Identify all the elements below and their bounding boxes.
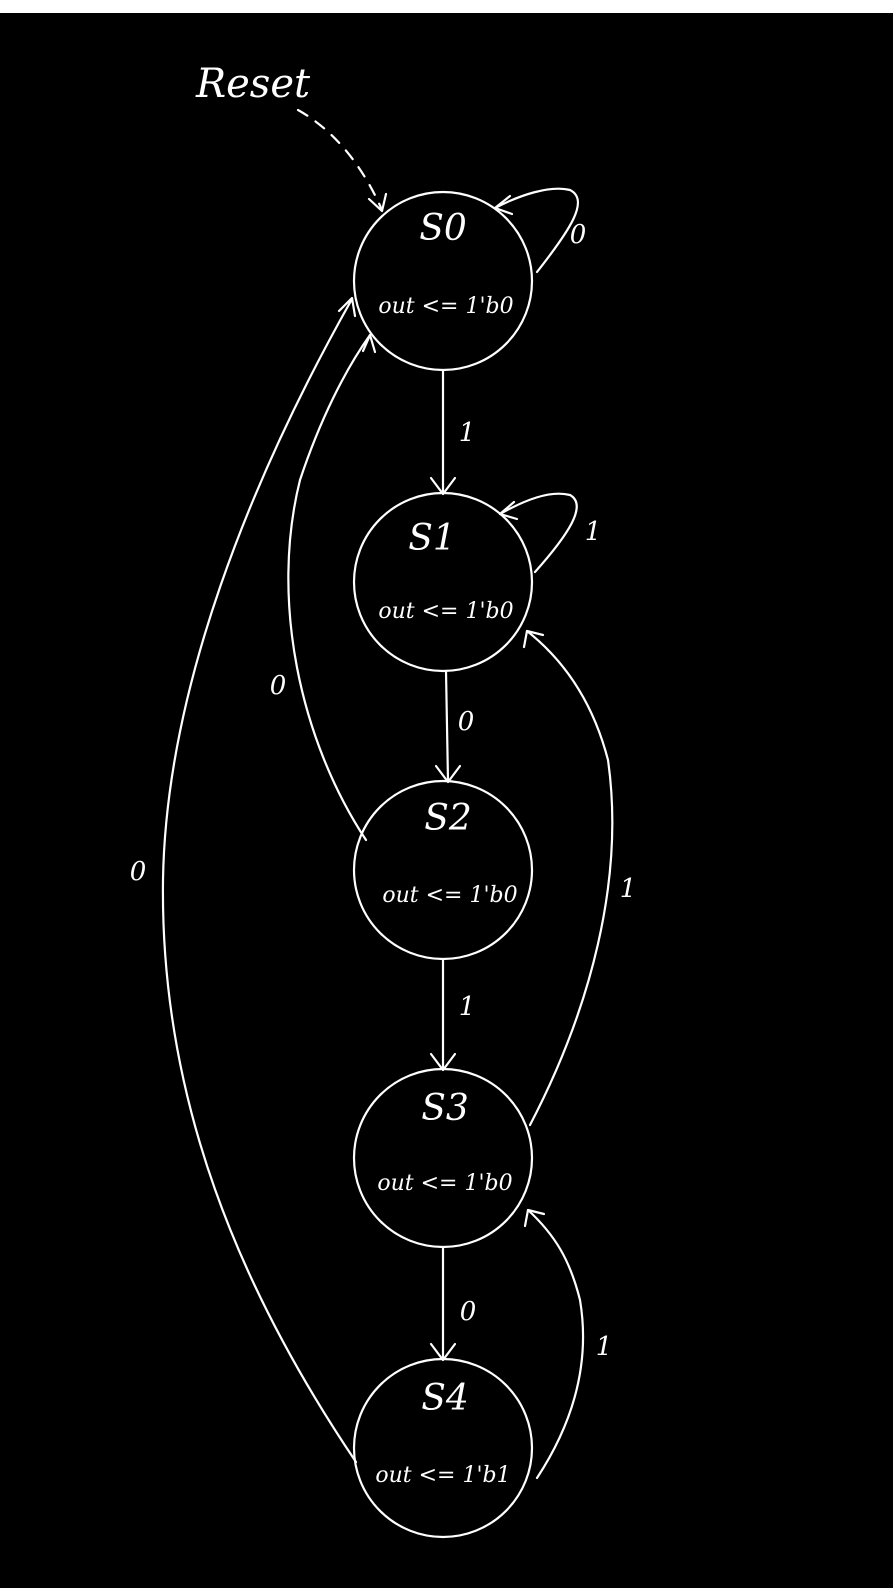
edge-s4-s3-label: 1 [596, 1332, 613, 1362]
state-s0-name: S0 [419, 208, 467, 249]
reset-label: Reset [195, 61, 311, 107]
edge-s0-s0-arrowhead [493, 194, 514, 216]
state-s1-output: out <= 1'b0 [378, 599, 513, 624]
edge-s1-s1 [498, 492, 578, 574]
edge-s2-s3-label: 1 [459, 992, 476, 1022]
edge-s0-s0-label: 0 [570, 220, 587, 250]
state-s4-output: out <= 1'b1 [375, 1463, 510, 1488]
edge-s0-s1-arrowhead [429, 476, 457, 496]
edge-s3-s4-label: 0 [460, 1297, 477, 1327]
edge-s1-s2-label: 0 [458, 707, 475, 737]
diagram-canvas: Reset S0 S1 S2 S3 S4 out <= 1'b0 out <= … [0, 13, 893, 1588]
edge-s2-s0-label: 0 [270, 671, 287, 701]
state-s2-name: S2 [424, 798, 472, 839]
state-s1-name: S1 [408, 518, 456, 559]
reset-arrowhead [367, 192, 388, 213]
state-s3-name: S3 [421, 1088, 469, 1129]
state-s4-name: S4 [421, 1378, 469, 1419]
edge-s4-s3 [526, 1208, 585, 1480]
edge-s2-s0 [287, 333, 372, 842]
reset-arrow [296, 108, 384, 212]
edge-s4-s0-arrowhead [337, 296, 357, 318]
edge-s1-s2 [444, 669, 450, 783]
state-s0-output: out <= 1'b0 [378, 294, 513, 319]
edge-s4-s3-arrowhead [523, 1208, 546, 1228]
edge-s1-s2-arrowhead [434, 764, 462, 784]
edge-s1-s1-arrowhead [498, 500, 519, 521]
state-diagram: Reset S0 S1 S2 S3 S4 out <= 1'b0 out <= … [130, 61, 637, 1539]
edge-s4-s0 [161, 297, 358, 1464]
state-s3-output: out <= 1'b0 [377, 1171, 512, 1196]
edge-s2-s0-arrowhead [361, 333, 377, 354]
edge-s0-s0 [493, 187, 580, 274]
edge-s3-s1-arrowhead [522, 629, 545, 649]
state-s2-output: out <= 1'b0 [382, 883, 517, 908]
edge-s3-s1 [525, 629, 614, 1127]
edge-s2-s3-arrowhead [429, 1052, 457, 1072]
edge-s3-s1-label: 1 [620, 874, 637, 904]
edge-s1-s1-label: 1 [585, 517, 602, 547]
edge-s0-s1-label: 1 [459, 418, 476, 448]
edge-s3-s4-arrowhead [429, 1342, 457, 1362]
edge-s4-s0-label: 0 [130, 857, 147, 887]
